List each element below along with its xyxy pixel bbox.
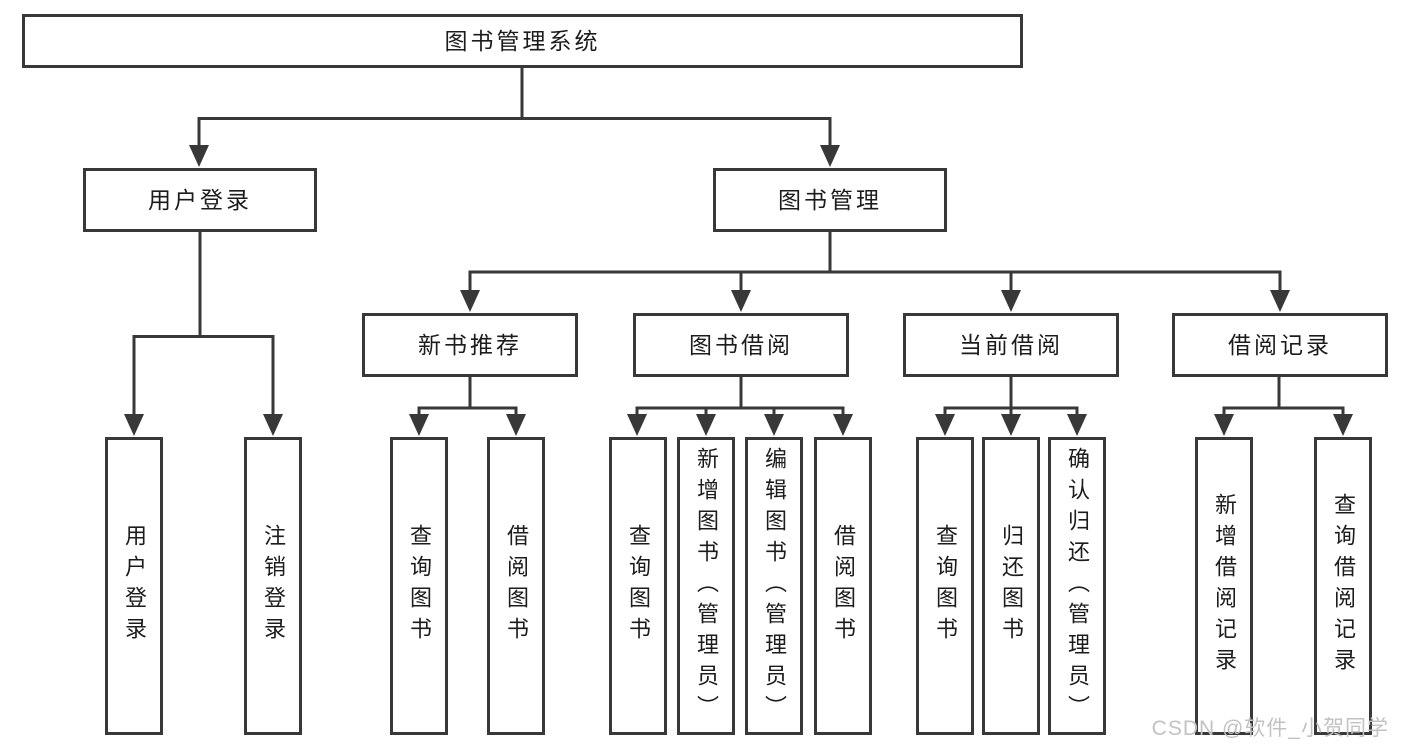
leaf-user-login: 用户登录 — [105, 437, 163, 735]
leaf-confirm-return-admin: 确认归还（管理员） — [1048, 437, 1106, 735]
node-current-borrow: 当前借阅 — [903, 313, 1119, 377]
node-book-management: 图书管理 — [713, 168, 947, 232]
leaf-query-books-2: 查询图书 — [609, 437, 667, 735]
node-label: 编辑图书（管理员） — [762, 446, 787, 726]
node-label: 查询图书 — [407, 524, 432, 648]
node-label: 当前借阅 — [959, 331, 1063, 358]
node-label: 新增借阅记录 — [1212, 493, 1237, 679]
node-new-book-recommend: 新书推荐 — [362, 313, 578, 377]
node-label: 查询图书 — [626, 524, 651, 648]
connector-new-book-rec-to-leaves — [409, 377, 526, 436]
connector-user-login-to-leaves — [124, 232, 283, 436]
leaf-add-books-admin: 新增图书（管理员） — [677, 437, 735, 735]
node-label: 注销登录 — [261, 524, 286, 648]
leaf-add-borrow-record: 新增借阅记录 — [1195, 437, 1253, 735]
leaf-return-books: 归还图书 — [982, 437, 1040, 735]
node-user-login: 用户登录 — [83, 168, 317, 232]
node-label: 新书推荐 — [418, 331, 522, 358]
leaf-borrow-books-1: 借阅图书 — [487, 437, 545, 735]
leaf-query-books-1: 查询图书 — [390, 437, 448, 735]
leaf-query-books-3: 查询图书 — [916, 437, 974, 735]
node-label: 用户登录 — [148, 186, 252, 213]
node-label: 借阅图书 — [504, 524, 529, 648]
node-label: 图书管理 — [778, 186, 882, 213]
node-label: 查询图书 — [933, 524, 958, 648]
connector-book-mgmt-to-level3 — [460, 232, 1290, 312]
connector-current-borrow-to-leaves — [935, 377, 1087, 436]
leaf-logout: 注销登录 — [244, 437, 302, 735]
node-label: 确认归还（管理员） — [1065, 446, 1090, 726]
node-label: 借阅图书 — [831, 524, 856, 648]
node-label: 新增图书（管理员） — [694, 446, 719, 726]
node-label: 借阅记录 — [1228, 331, 1332, 358]
node-label: 图书借阅 — [689, 331, 793, 358]
node-borrow-records: 借阅记录 — [1172, 313, 1388, 377]
node-label: 用户登录 — [122, 524, 147, 648]
node-label: 归还图书 — [999, 524, 1024, 648]
connector-book-borrow-to-leaves — [627, 377, 853, 436]
node-label: 图书管理系统 — [444, 27, 601, 54]
node-label: 查询借阅记录 — [1331, 493, 1356, 679]
leaf-borrow-books-2: 借阅图书 — [814, 437, 872, 735]
connector-root-to-level2 — [189, 68, 840, 167]
connector-borrow-record-to-leaves — [1214, 377, 1353, 436]
leaf-query-borrow-record: 查询借阅记录 — [1314, 437, 1372, 735]
node-book-borrow: 图书借阅 — [633, 313, 849, 377]
leaf-edit-books-admin: 编辑图书（管理员） — [745, 437, 803, 735]
node-root: 图书管理系统 — [22, 14, 1023, 68]
watermark-text: CSDN @软件_小贺同学 — [1151, 717, 1389, 740]
